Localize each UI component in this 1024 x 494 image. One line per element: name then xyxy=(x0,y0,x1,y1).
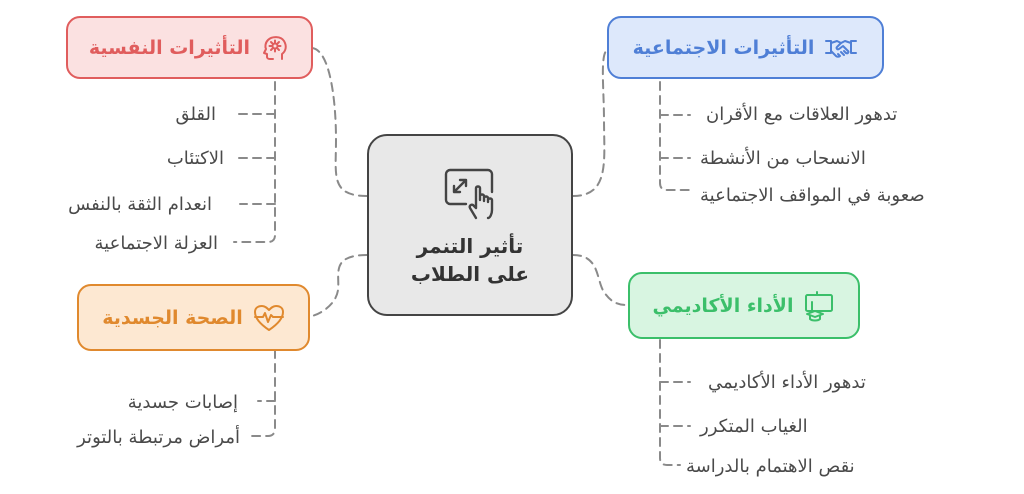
heartbeat-icon xyxy=(253,304,284,331)
academic-item-frequent-absence: الغياب المتكرر xyxy=(700,416,808,437)
academic-item-performance-decline: تدهور الأداء الأكاديمي xyxy=(708,372,866,393)
academic-performance-node[interactable]: الأداء الأكاديمي xyxy=(628,272,860,339)
physical-health-title: الصحة الجسدية xyxy=(102,306,243,329)
psychological-effects-node[interactable]: التأثيرات النفسية xyxy=(66,16,313,79)
social-item-social-situations-difficulty: صعوبة في المواقف الاجتماعية xyxy=(700,185,925,206)
central-topic-title: تأثير التنمر على الطلاب xyxy=(410,234,530,286)
brain-head-icon xyxy=(263,35,287,60)
physical-item-stress-illnesses: أمراض مرتبطة بالتوتر xyxy=(77,427,240,448)
teacher-board-icon xyxy=(805,290,834,321)
psychological-item-low-self-confidence: انعدام الثقة بالنفس xyxy=(68,194,212,215)
psychological-item-social-isolation: العزلة الاجتماعية xyxy=(94,233,219,254)
handshake-icon xyxy=(825,39,858,58)
academic-item-lack-of-interest: نقص الاهتمام بالدراسة xyxy=(686,456,855,477)
academic-performance-title: الأداء الأكاديمي xyxy=(652,294,794,317)
social-effects-node[interactable]: التأثيرات الاجتماعية xyxy=(607,16,884,79)
psychological-effects-title: التأثيرات النفسية xyxy=(88,36,251,59)
psychological-item-depression: الاكتئاب xyxy=(166,148,224,169)
central-topic-node[interactable]: تأثير التنمر على الطلاب xyxy=(367,134,573,316)
resize-hand-icon xyxy=(444,168,494,220)
social-item-activity-withdrawal: الانسحاب من الأنشطة xyxy=(700,148,866,169)
physical-item-injuries: إصابات جسدية xyxy=(127,392,238,413)
physical-health-node[interactable]: الصحة الجسدية xyxy=(77,284,310,351)
psychological-item-anxiety: القلق xyxy=(175,104,216,125)
social-item-peer-relationships: تدهور العلاقات مع الأقران xyxy=(706,104,898,125)
social-effects-title: التأثيرات الاجتماعية xyxy=(632,36,815,59)
